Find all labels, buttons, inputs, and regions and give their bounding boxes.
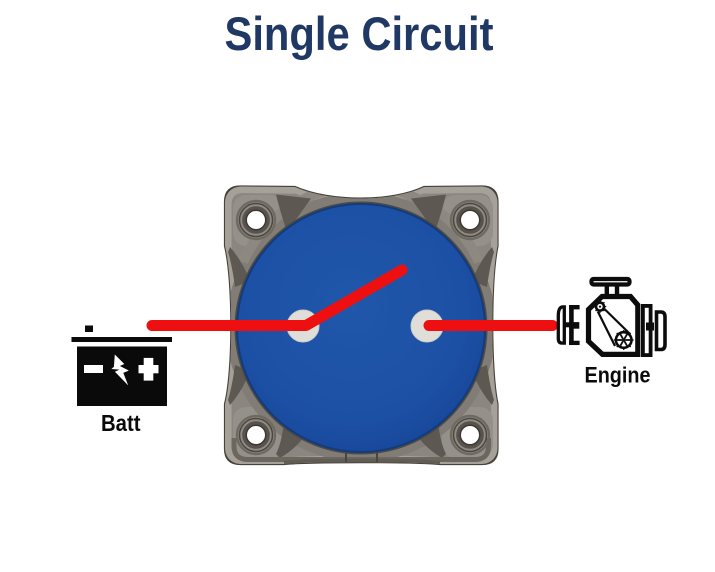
- svg-text:Single Circuit: Single Circuit: [225, 7, 494, 60]
- svg-text:Batt: Batt: [101, 410, 141, 436]
- svg-text:Engine: Engine: [585, 363, 651, 388]
